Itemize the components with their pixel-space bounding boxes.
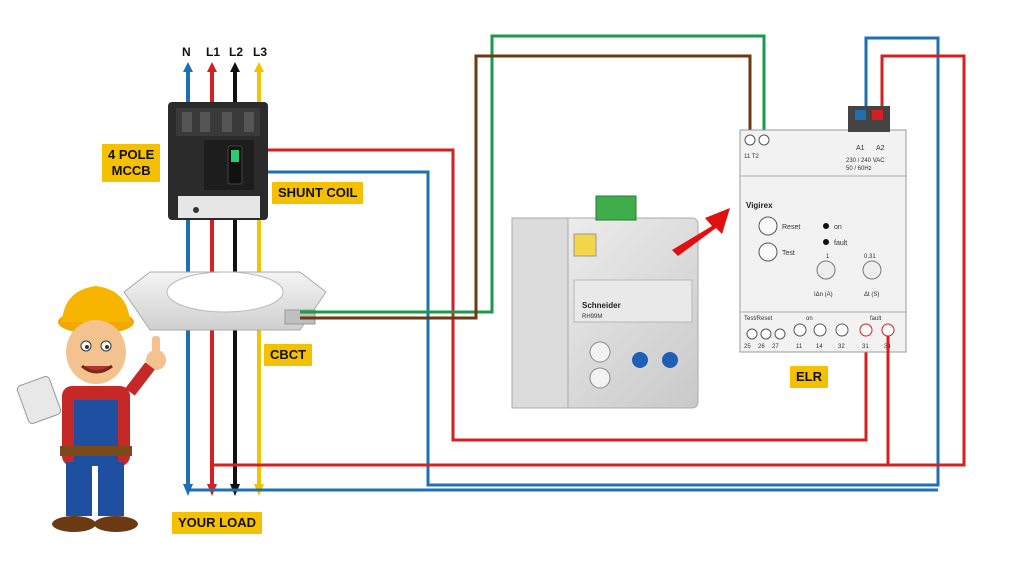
elr-brand: Vigirex	[746, 201, 773, 210]
cbct-ring	[123, 271, 327, 331]
shunt-coil-wires	[268, 36, 940, 487]
elr-supply-text: 230 / 240 VAC	[846, 158, 885, 164]
elr-dial2-label: Δt (S)	[864, 292, 879, 298]
mccb-breaker	[168, 102, 268, 220]
elr-bottom-terminal-3: 27	[772, 344, 779, 350]
elr-reset-label: Reset	[782, 224, 800, 231]
phase-label-l1: L1	[206, 45, 220, 59]
elr-test-label: Test	[782, 250, 795, 257]
electrician-mascot	[16, 286, 166, 532]
elr-a1: A1	[856, 145, 865, 152]
elr-on-label: on	[834, 224, 842, 231]
elr-dial1-label: IΔn (A)	[814, 292, 833, 298]
elr-unit: 11 T2 A1 A2 230 / 240 VAC 50 / 60Hz Vigi…	[739, 106, 907, 353]
relay-model: RH99M	[582, 314, 602, 320]
phase-label-l2: L2	[229, 45, 243, 59]
supply-arrows	[183, 62, 264, 72]
elr-a2: A2	[876, 145, 885, 152]
elr-fault-group-label: fault	[870, 316, 882, 322]
pointer-arrow	[672, 208, 730, 256]
shunt-coil-label: SHUNT COIL	[272, 182, 364, 204]
mccb-label-line1: 4 POLE	[108, 147, 155, 162]
elr-bottom-terminal-4: 11	[796, 344, 803, 350]
elr-bottom-terminal-6: 32	[838, 344, 845, 350]
elr-bottom-terminal-7: 31	[862, 344, 869, 350]
elr-label: ELR	[790, 366, 828, 388]
your-load-label: YOUR LOAD	[172, 512, 262, 534]
elr-bottom-terminal-1: 25	[744, 344, 751, 350]
cbct-label: CBCT	[264, 344, 313, 366]
elr-terminal-top-left: 11 T2	[744, 154, 759, 160]
elr-fault-label: fault	[834, 240, 847, 247]
mccb-label-line2: MCCB	[111, 163, 151, 178]
phase-label-l3: L3	[253, 45, 267, 59]
elr-supply-wires	[188, 54, 966, 492]
ct-secondary-wires	[300, 34, 766, 320]
relay-product: Schneider RH99M	[511, 195, 699, 409]
elr-dial1-value: 1	[826, 254, 830, 260]
relay-brand: Schneider	[582, 301, 621, 310]
elr-bottom-terminal-5: 14	[816, 344, 823, 350]
mccb-label: 4 POLE MCCB	[102, 144, 161, 182]
phase-label-n: N	[182, 45, 191, 59]
elr-freq-text: 50 / 60Hz	[846, 166, 872, 172]
elr-test-reset-label: Test/Reset	[744, 316, 773, 322]
elr-on-group-label: on	[806, 316, 813, 322]
elr-dial2-value: 0.31	[864, 254, 876, 260]
load-wires	[186, 220, 261, 490]
elr-bottom-terminal-2: 26	[758, 344, 765, 350]
